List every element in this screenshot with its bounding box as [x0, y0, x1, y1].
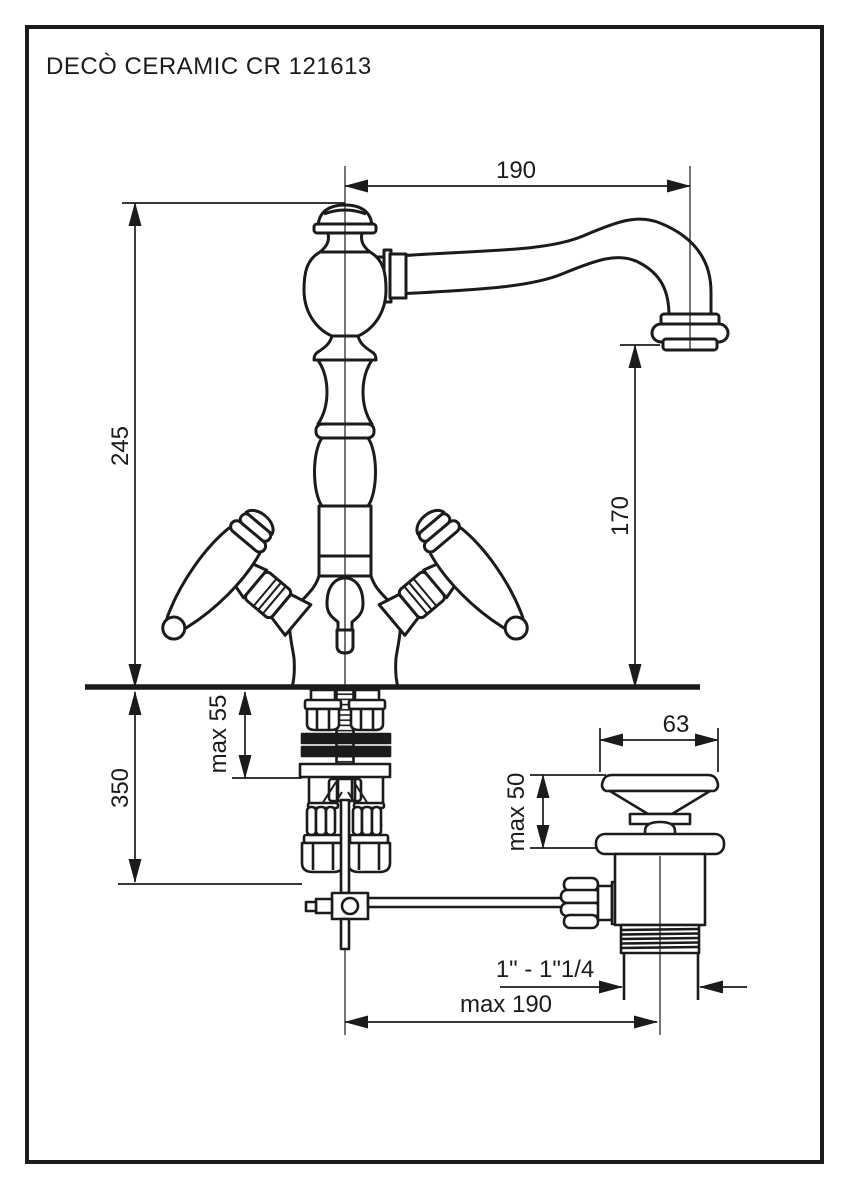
supply-tail-right — [347, 688, 387, 732]
dim-total-height — [122, 202, 345, 688]
dimension-lines — [118, 179, 747, 1029]
label-basin-thickness: max 50 — [503, 773, 530, 852]
label-spout-reach: 190 — [496, 157, 536, 184]
dim-supply-depth — [118, 691, 302, 885]
label-outlet-height: 170 — [607, 496, 634, 536]
drawing-title: DECÒ CERAMIC CR 121613 — [46, 53, 372, 80]
flex-hose-right — [346, 777, 392, 874]
dimension-labels: 190 245 170 max 55 350 max 50 63 1" - 1"… — [107, 157, 689, 1018]
label-total-height: 245 — [107, 426, 134, 466]
supply-tail-left — [303, 688, 343, 732]
waste-plug-cap — [600, 773, 720, 793]
waste-flange — [594, 832, 726, 856]
label-rod-reach: max 190 — [460, 991, 552, 1018]
gasket-lower — [300, 745, 392, 758]
popup-rod — [304, 798, 570, 951]
mounting-plate — [298, 762, 392, 779]
label-waste-thread: 1" - 1"1/4 — [496, 956, 594, 983]
label-supply-depth: 350 — [107, 768, 134, 808]
flex-hose-left — [300, 777, 346, 874]
dim-outlet-height — [620, 344, 660, 688]
dim-basin-thickness — [530, 774, 606, 849]
horizontal-rod — [366, 896, 570, 909]
label-deck-thickness: max 55 — [205, 695, 232, 774]
dim-deck-thickness — [232, 691, 302, 779]
spout — [396, 217, 730, 352]
label-flange-diameter: 63 — [663, 711, 690, 738]
gasket-upper — [300, 732, 392, 745]
dim-flange-diameter — [599, 728, 719, 772]
